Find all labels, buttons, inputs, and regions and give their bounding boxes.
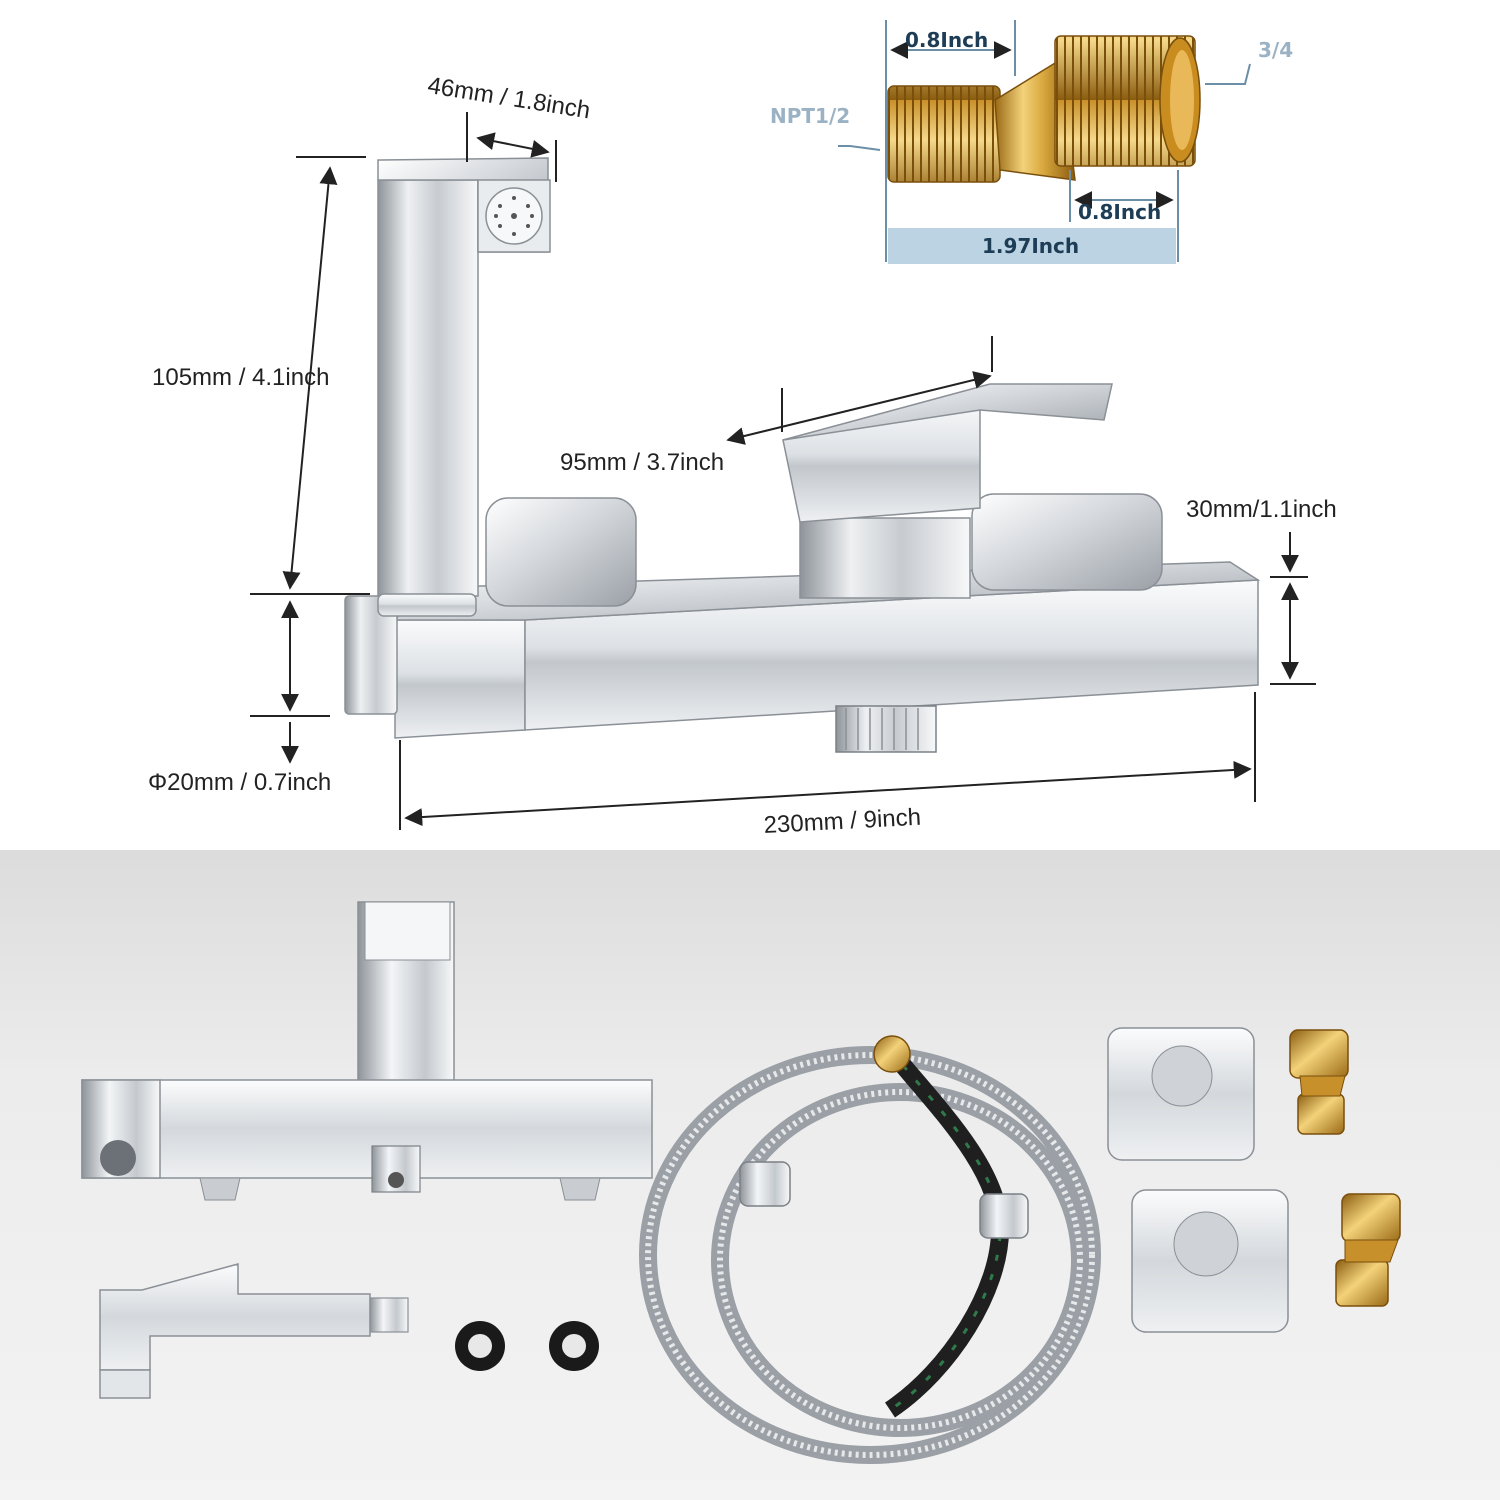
adapter-inset [838,20,1251,264]
brass-adapter-2 [1335,1193,1401,1307]
holder-diameter-label: Φ20mm / 0.7inch [148,769,332,796]
square-cover-plate-2 [1131,1189,1289,1333]
adapter-right-segment-label: 0.8Inch [1078,200,1162,224]
hand-sprayer-part [99,1263,409,1399]
dimension-diagram-svg [250,20,1316,830]
right-cover-plate [971,493,1163,591]
square-cover-plate-1 [1107,1027,1255,1161]
adapter-thread-right-label: 3/4 [1258,38,1294,62]
dimension-diagram-panel: 46mm / 1.8inch 105mm / 4.1inch 95mm / 3.… [148,20,1337,839]
hand-sprayer [377,157,551,617]
adapter-left-segment-label: 0.8Inch [905,28,989,52]
stainless-hose [639,1035,1101,1464]
package-contents-svg [81,901,1401,1464]
body-height-label: 30mm/1.1inch [1186,496,1337,523]
brass-adapter-1 [1289,1029,1349,1135]
adapter-thread-left-label: NPT1/2 [770,104,851,128]
left-cover-plate [485,497,637,607]
handle-length-label: 95mm / 3.7inch [560,449,725,476]
dimension-lines [250,112,1316,830]
rubber-washer-2 [549,1321,599,1371]
valve-body-part [81,901,653,1201]
adapter-total-length-label: 1.97Inch [982,234,1080,258]
package-contents-panel [0,850,1500,1500]
rubber-washer-1 [455,1321,505,1371]
sprayer-height-label: 105mm / 4.1inch [152,364,330,391]
